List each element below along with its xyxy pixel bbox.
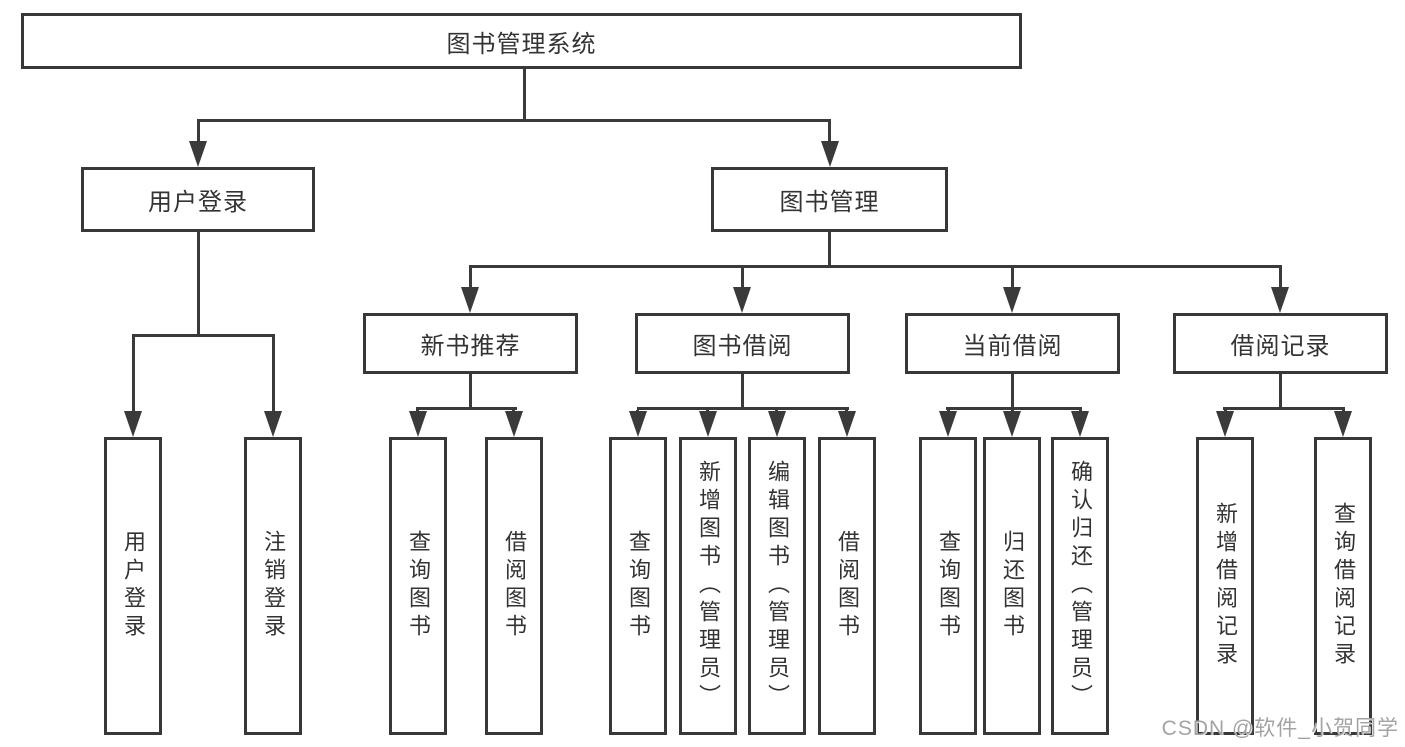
leaf-label: 编辑图书（管理员） — [765, 460, 790, 712]
leaf-user-login: 用户登录 — [104, 437, 162, 735]
leaf-label: 查询图书 — [406, 530, 431, 642]
node-book-borrowing: 图书借阅 — [635, 313, 850, 374]
connector-line — [416, 407, 517, 410]
arrowhead-down — [1071, 411, 1089, 437]
arrowhead-down — [189, 141, 207, 167]
arrowhead-down — [733, 287, 751, 313]
leaf-logout: 注销登录 — [244, 437, 302, 735]
node-library-system: 图书管理系统 — [21, 13, 1022, 69]
connector-line — [1011, 374, 1014, 410]
leaf-query-borrow-record: 查询借阅记录 — [1314, 437, 1372, 735]
connector-line — [132, 337, 135, 411]
arrowhead-down — [1334, 411, 1352, 437]
connector-line — [469, 374, 472, 410]
arrowhead-down — [264, 411, 282, 437]
leaf-label: 查询图书 — [626, 530, 651, 642]
connector-line — [1223, 407, 1345, 410]
arrowhead-down — [461, 287, 479, 313]
node-new-book-recommendation: 新书推荐 — [363, 313, 578, 374]
leaf-add-books-admin: 新增图书（管理员） — [679, 437, 737, 735]
arrowhead-down — [699, 411, 717, 437]
node-user-login: 用户登录 — [81, 167, 315, 232]
arrowhead-down — [768, 411, 786, 437]
leaf-return-books: 归还图书 — [983, 437, 1041, 735]
node-borrowing-records: 借阅记录 — [1173, 313, 1388, 374]
arrowhead-down — [821, 141, 839, 167]
arrowhead-down — [1003, 287, 1021, 313]
connector-line — [828, 232, 831, 268]
arrowhead-down — [124, 411, 142, 437]
leaf-borrow-books-borrowing: 借阅图书 — [818, 437, 876, 735]
leaf-label: 查询图书 — [936, 530, 961, 642]
connector-line — [637, 407, 849, 410]
leaf-label: 查询借阅记录 — [1331, 502, 1356, 670]
leaf-borrow-books-recommend: 借阅图书 — [485, 437, 543, 735]
leaf-add-borrow-record: 新增借阅记录 — [1196, 437, 1254, 735]
watermark: CSDN @软件_小贺同学 — [1161, 717, 1399, 740]
leaf-query-books-recommend: 查询图书 — [389, 437, 447, 735]
connector-line — [469, 265, 1282, 268]
connector-line — [1011, 268, 1014, 287]
leaf-label: 确认归还（管理员） — [1068, 460, 1093, 712]
arrowhead-down — [838, 411, 856, 437]
connector-line — [1279, 374, 1282, 410]
connector-line — [197, 122, 200, 142]
leaf-confirm-return-admin: 确认归还（管理员） — [1051, 437, 1109, 735]
arrowhead-down — [505, 411, 523, 437]
arrowhead-down — [1003, 411, 1021, 437]
leaf-label: 归还图书 — [1000, 530, 1025, 642]
arrowhead-down — [939, 411, 957, 437]
leaf-query-books-borrowing: 查询图书 — [609, 437, 667, 735]
arrowhead-down — [629, 411, 647, 437]
connector-line — [828, 122, 831, 142]
leaf-label: 借阅图书 — [502, 530, 527, 642]
connector-line — [469, 268, 472, 287]
arrowhead-down — [1271, 287, 1289, 313]
node-book-management: 图书管理 — [711, 167, 948, 232]
connector-line — [741, 374, 744, 410]
leaf-label: 借阅图书 — [835, 530, 860, 642]
arrowhead-down — [409, 411, 427, 437]
leaf-query-books-current: 查询图书 — [919, 437, 977, 735]
connector-line — [132, 334, 275, 337]
leaf-label: 用户登录 — [121, 530, 146, 642]
arrowhead-down — [1216, 411, 1234, 437]
leaf-label: 新增图书（管理员） — [696, 460, 721, 712]
leaf-label: 注销登录 — [261, 530, 286, 642]
connector-line — [197, 119, 831, 122]
connector-line — [523, 69, 526, 122]
connector-line — [1279, 268, 1282, 287]
connector-line — [197, 232, 200, 337]
leaf-edit-books-admin: 编辑图书（管理员） — [748, 437, 806, 735]
leaf-label: 新增借阅记录 — [1213, 502, 1238, 670]
connector-line — [272, 337, 275, 411]
connector-line — [741, 268, 744, 287]
node-current-borrowing: 当前借阅 — [905, 313, 1120, 374]
connector-line — [946, 407, 1082, 410]
